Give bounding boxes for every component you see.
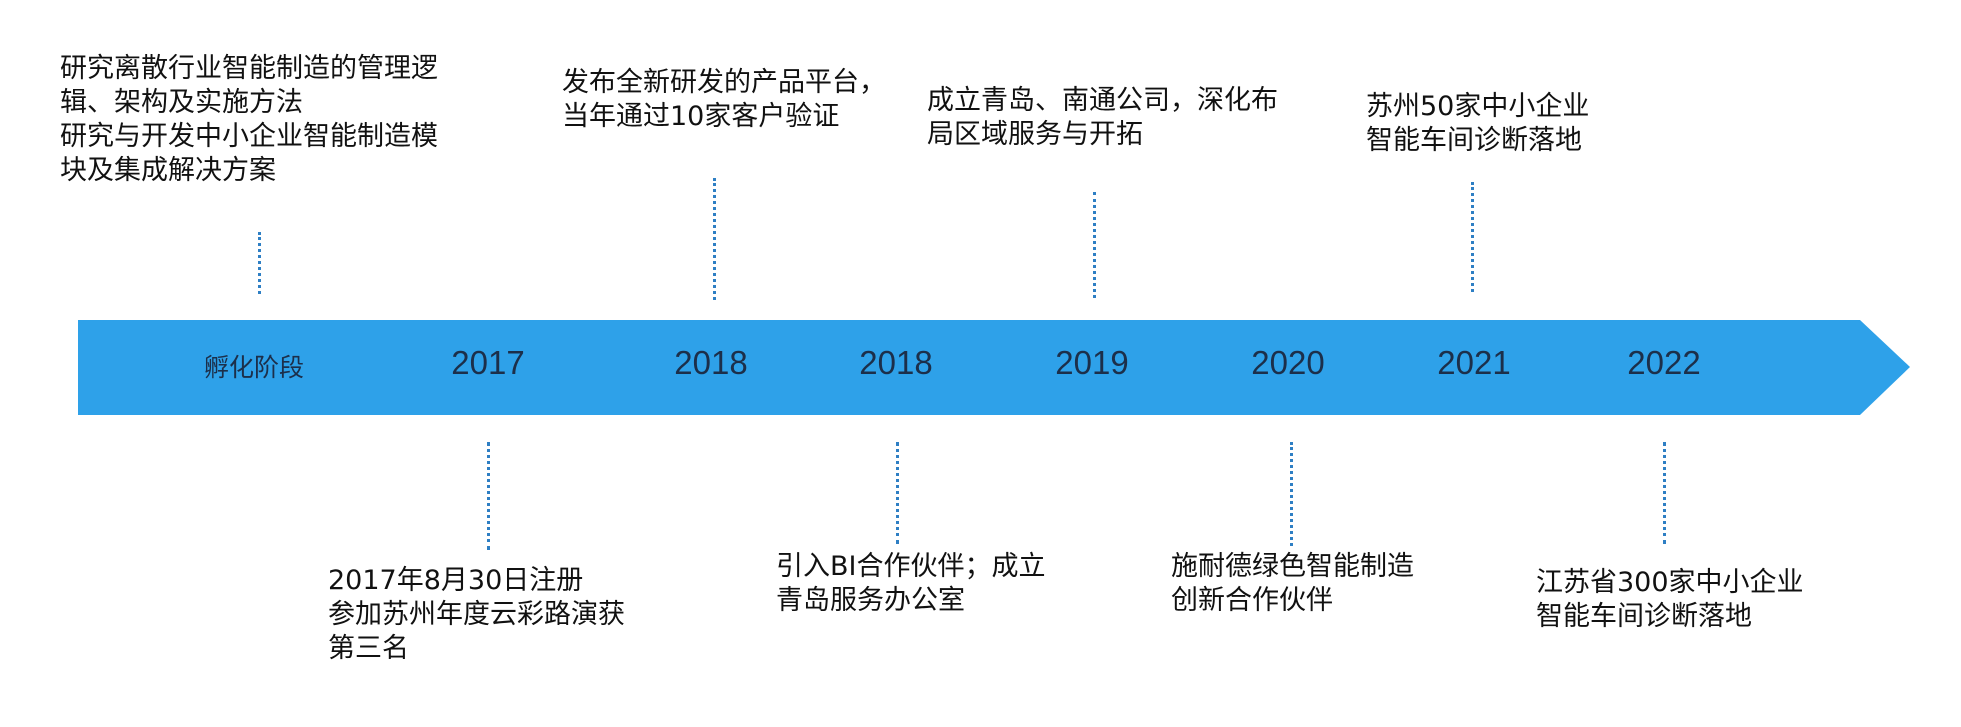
- stage-label-incubation: 孵化阶段: [203, 354, 305, 382]
- event-line: 2017年8月30日注册: [328, 565, 584, 596]
- year-label-2020: 2020: [1251, 344, 1325, 381]
- event-line: 青岛服务办公室: [776, 585, 965, 616]
- connector-line-bottom: [1663, 442, 1666, 544]
- event-line: 智能车间诊断落地: [1366, 125, 1582, 156]
- connector-line-top: [1471, 182, 1474, 292]
- event-line: 引入BI合作伙伴；成立: [776, 551, 1046, 582]
- event-line: 第三名: [328, 633, 409, 664]
- connector-line-top: [1093, 192, 1096, 298]
- event-line: 参加苏州年度云彩路演获: [328, 599, 625, 630]
- event-line: 创新合作伙伴: [1171, 585, 1333, 616]
- connector-line-top: [713, 178, 716, 300]
- year-label-2018-b: 2018: [859, 344, 933, 381]
- event-line: 施耐德绿色智能制造: [1171, 551, 1414, 582]
- year-label-2018-a: 2018: [674, 344, 748, 381]
- event-2018-platform-description: 发布全新研发的产品平台， 当年通过10家客户验证: [562, 66, 886, 134]
- connector-line-bottom: [487, 442, 490, 550]
- event-line: 江苏省300家中小企业: [1536, 567, 1804, 598]
- event-line: 块及集成解决方案: [60, 155, 276, 186]
- event-line: 成立青岛、南通公司，深化布: [927, 85, 1278, 116]
- event-line: 研究与开发中小企业智能制造模: [60, 121, 438, 152]
- event-incubation-description: 研究离散行业智能制造的管理逻 辑、架构及实施方法 研究与开发中小企业智能制造模 …: [60, 52, 438, 188]
- event-2019-description: 成立青岛、南通公司，深化布 局区域服务与开拓: [927, 84, 1278, 152]
- event-line: 当年通过10家客户验证: [562, 101, 840, 132]
- event-2022-description: 江苏省300家中小企业 智能车间诊断落地: [1536, 566, 1804, 634]
- event-2017-description: 2017年8月30日注册 参加苏州年度云彩路演获 第三名: [328, 564, 625, 666]
- event-line: 局区域服务与开拓: [927, 119, 1143, 150]
- connector-line-top: [258, 232, 261, 294]
- event-line: 智能车间诊断落地: [1536, 601, 1752, 632]
- event-2018-partner-description: 引入BI合作伙伴；成立 青岛服务办公室: [776, 550, 1046, 618]
- year-label-2021: 2021: [1437, 344, 1511, 381]
- event-line: 研究离散行业智能制造的管理逻: [60, 53, 438, 84]
- event-line: 发布全新研发的产品平台，: [562, 67, 886, 98]
- connector-line-bottom: [896, 442, 899, 544]
- event-2021-description: 苏州50家中小企业 智能车间诊断落地: [1366, 90, 1589, 158]
- year-label-2017: 2017: [451, 344, 525, 381]
- year-label-2022: 2022: [1627, 344, 1701, 381]
- event-line: 苏州50家中小企业: [1366, 91, 1590, 122]
- connector-line-bottom: [1290, 442, 1293, 546]
- event-2020-description: 施耐德绿色智能制造 创新合作伙伴: [1171, 550, 1414, 618]
- year-label-2019: 2019: [1055, 344, 1129, 381]
- event-line: 辑、架构及实施方法: [60, 87, 303, 118]
